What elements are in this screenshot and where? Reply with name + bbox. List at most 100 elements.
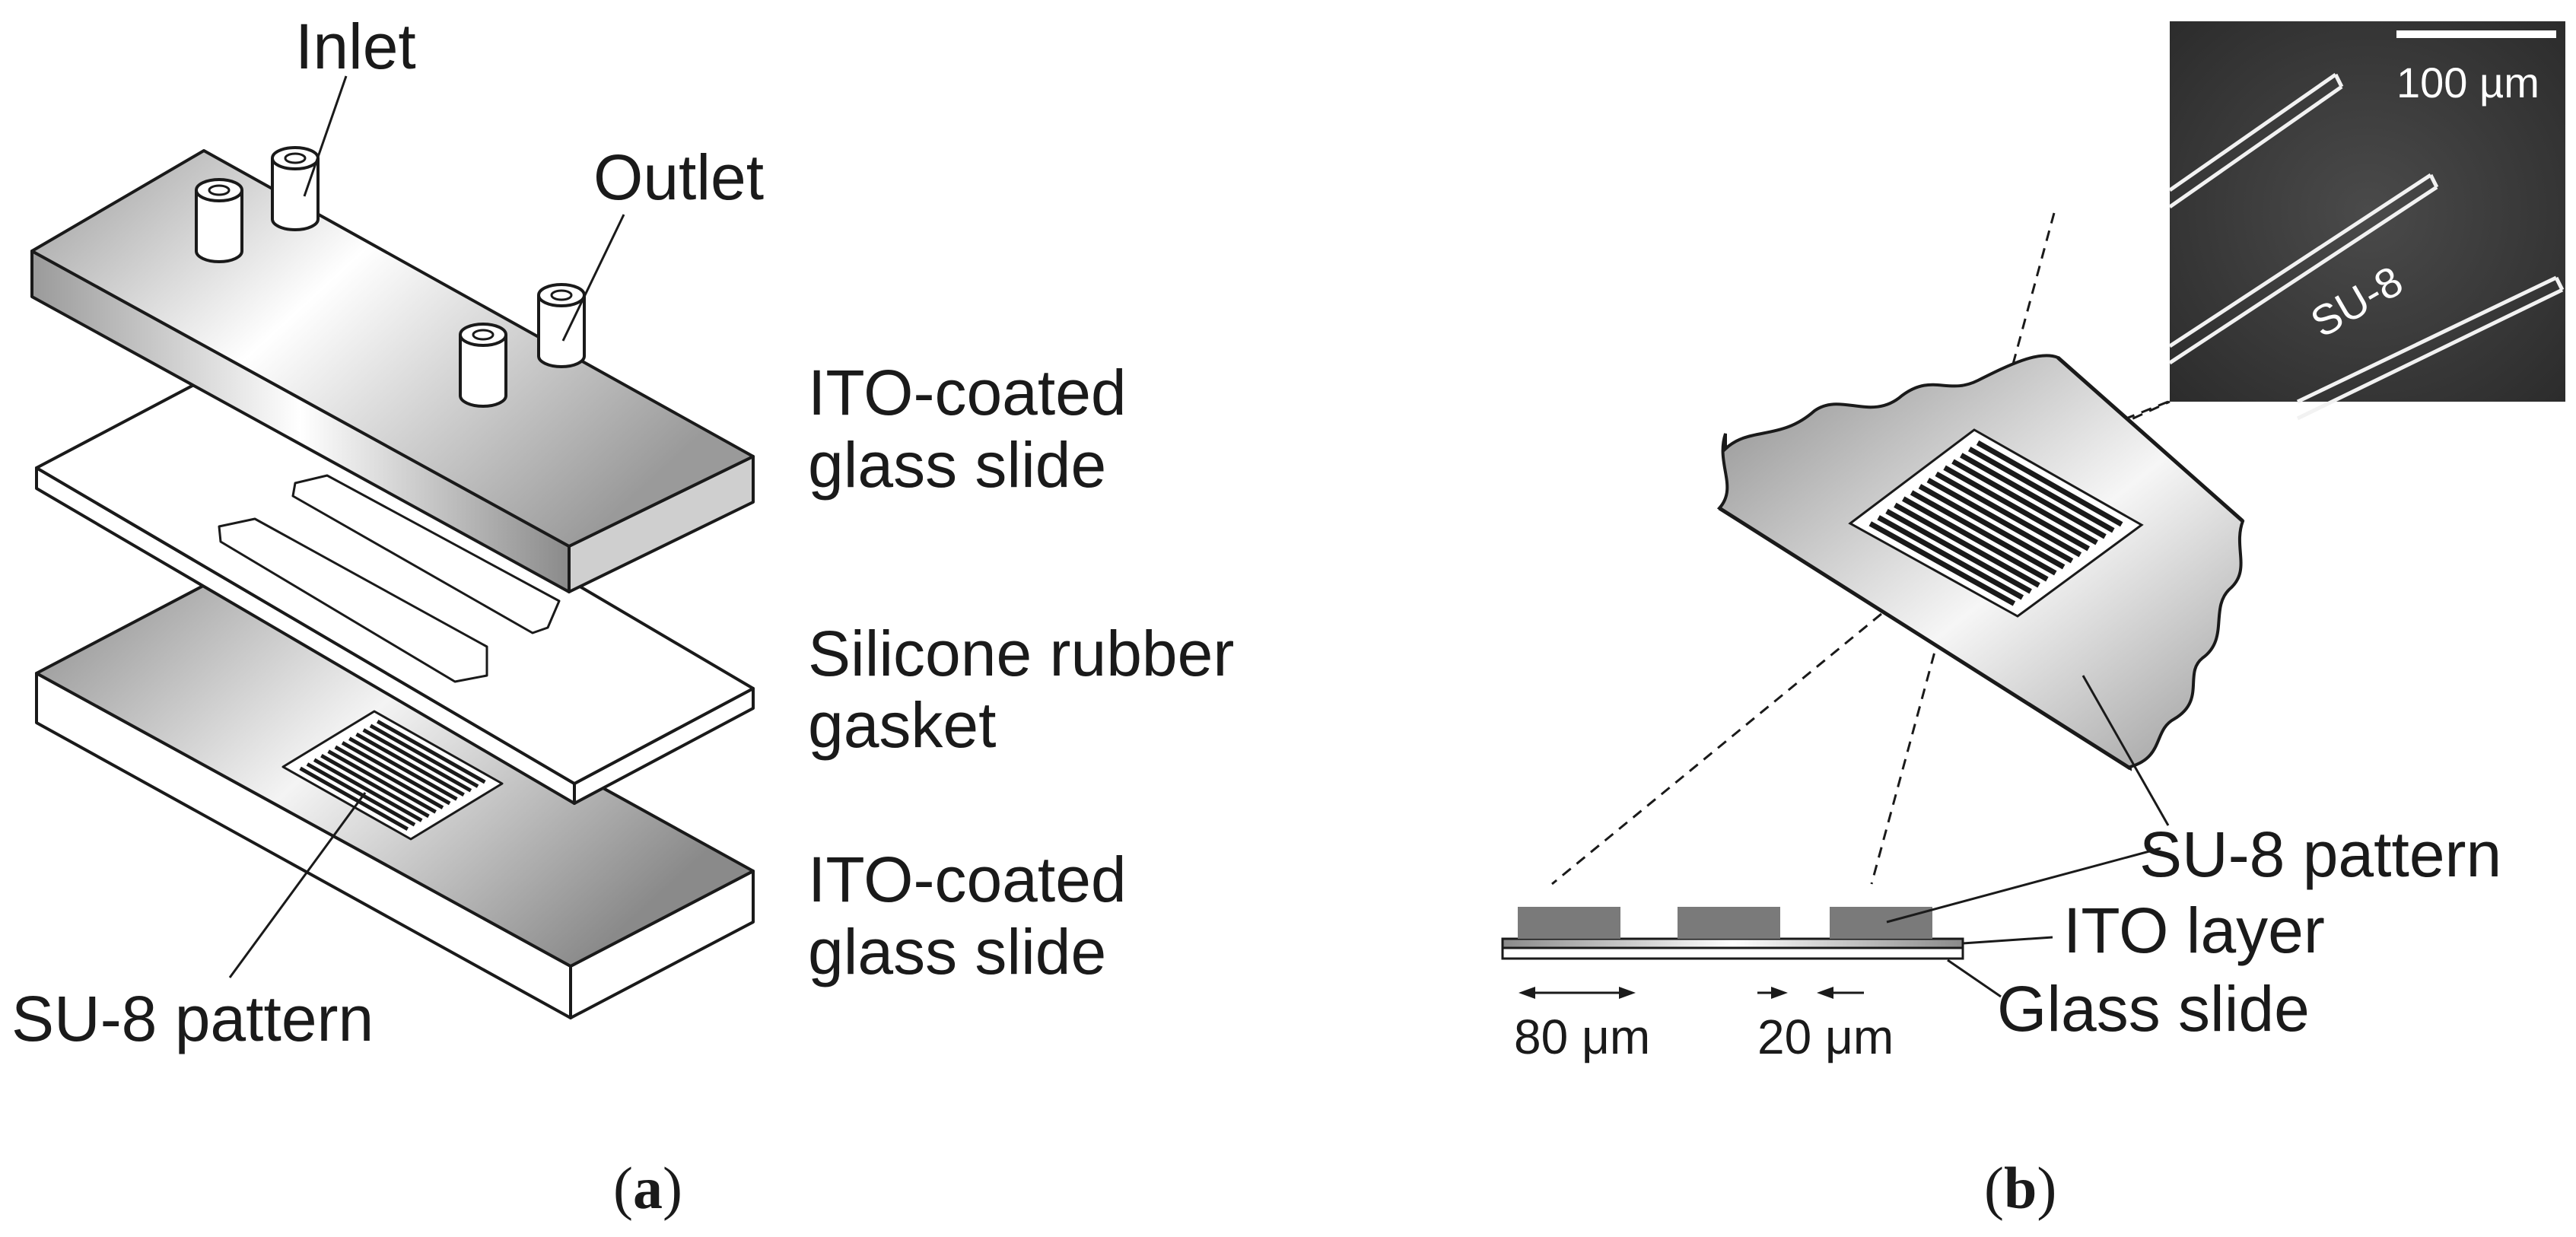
gap-arrow-right xyxy=(1817,987,1833,999)
su8-pattern-small xyxy=(281,710,504,841)
su8-large-stripe-7 xyxy=(1918,484,2066,570)
bottom-slide-label-line1: ITO-coated xyxy=(808,844,1127,915)
su8-small-stripe-11 xyxy=(369,723,479,788)
gasket-top-face xyxy=(35,371,755,785)
su8-pattern-large-frame xyxy=(1848,428,2144,618)
su8-large-stripe-9 xyxy=(1935,471,2082,558)
su8-small-stripe-7 xyxy=(341,741,451,806)
gap-dimension-label: 20 μm xyxy=(1757,1010,1894,1064)
su8-pattern-leader-line xyxy=(228,792,367,978)
su8-small-stripe-9 xyxy=(355,732,465,797)
sem-channel-2-edge-b xyxy=(2168,185,2438,365)
outlet-port-hole xyxy=(550,289,573,301)
ito-layer xyxy=(1501,937,1964,949)
sem-channel-3-edge-b xyxy=(2296,288,2564,421)
su8-small-stripe-8 xyxy=(348,736,458,801)
silicone-gasket xyxy=(35,371,755,805)
gasket-label-line2: gasket xyxy=(808,689,997,761)
su8-large-stripe-12 xyxy=(1960,453,2107,539)
caption-a-open: ( xyxy=(613,1155,633,1221)
outlet-label: Outlet xyxy=(593,142,764,213)
caption-b: (b) xyxy=(1984,1155,2056,1221)
sem-channel-3-edge-a xyxy=(2296,275,2558,404)
su8-small-stripe-1 xyxy=(299,766,409,831)
inlet-label: Inlet xyxy=(295,11,416,82)
su8-large-stripe-8 xyxy=(1926,478,2074,564)
sem-channel-2-end xyxy=(2428,173,2439,189)
inlet-leader-line xyxy=(303,75,348,197)
top-slide-label-line1: ITO-coated xyxy=(808,357,1127,428)
ports xyxy=(195,146,586,408)
su8-block-2 xyxy=(1678,907,1780,939)
sem-scale-bar xyxy=(2396,30,2556,38)
inlet-port xyxy=(271,146,320,231)
top-slide-label-line2: glass slide xyxy=(808,429,1106,501)
sem-channels xyxy=(2168,72,2565,421)
su8-pattern-large xyxy=(1848,428,2144,618)
ito-leader-line xyxy=(1962,936,2053,945)
caption-a-close: ) xyxy=(663,1155,682,1221)
su8-pattern-label-a: SU-8 pattern xyxy=(11,983,374,1054)
sem-channel-1-end xyxy=(2333,73,2344,88)
sheet-edge-top xyxy=(2056,356,2244,523)
caption-b-close: ) xyxy=(2037,1155,2056,1221)
su8-large-stripe-14 xyxy=(1976,440,2123,527)
sem-channel-1-edge-b xyxy=(2168,84,2343,209)
su8-small-stripe-3 xyxy=(313,758,423,822)
cross-section xyxy=(1501,907,1964,960)
outlet-port-body xyxy=(537,295,586,368)
su8-large-stripe-3 xyxy=(1885,508,2032,594)
su8-small-stripe-2 xyxy=(306,762,416,827)
outlet-side-port-hole xyxy=(472,329,495,341)
glass-leader-line xyxy=(1947,959,2002,998)
outlet-port xyxy=(537,283,586,368)
su8-small-stripe-12 xyxy=(376,720,486,784)
su8-large-stripe-2 xyxy=(1877,515,2024,600)
width-dimension-label: 80 μm xyxy=(1514,1010,1650,1064)
su8-block-1 xyxy=(1518,907,1620,939)
inlet-side-port xyxy=(195,178,243,263)
caption-a-letter: a xyxy=(633,1155,663,1221)
inlet-port-body xyxy=(271,158,320,231)
panel-a xyxy=(30,75,755,1019)
su8-small-stripe-10 xyxy=(362,728,472,793)
inlet-side-port-body xyxy=(195,190,243,263)
su8-pattern-small-frame xyxy=(281,710,504,841)
inlet-port-hole xyxy=(284,152,307,164)
outlet-side-port-body xyxy=(459,335,507,408)
gasket-channel-lower xyxy=(218,517,488,683)
sem-channel-1-edge-a xyxy=(2168,72,2337,192)
sem-channel-3-end xyxy=(2554,276,2565,291)
glass-slide-layer xyxy=(1501,946,1964,960)
sem-image-background xyxy=(2170,21,2565,402)
su8-large-stripe-6 xyxy=(1910,490,2057,576)
sem-micrograph xyxy=(2168,21,2565,421)
panel-b xyxy=(1501,21,2565,999)
su8-small-stripe-4 xyxy=(320,753,430,819)
outlet-side-port xyxy=(459,323,507,408)
sem-scale-label: 100 µm xyxy=(2396,59,2539,107)
width-arrow-left xyxy=(1519,987,1535,999)
su8-large-stripe-4 xyxy=(1894,502,2040,588)
su8-large-stripe-10 xyxy=(1943,465,2090,552)
ito-layer-label: ITO layer xyxy=(2063,895,2325,966)
su8-small-stripe-5 xyxy=(327,749,437,814)
caption-b-open: ( xyxy=(1984,1155,2004,1221)
gasket-channel-upper xyxy=(291,474,561,634)
su8-leader-to-block xyxy=(1886,847,2161,924)
caption-b-letter: b xyxy=(2004,1155,2037,1221)
su8-large-stripe-11 xyxy=(1951,459,2098,545)
sem-channel-2-edge-a xyxy=(2168,173,2432,348)
su8-leader-to-sheet xyxy=(2081,675,2170,826)
su8-large-stripe-13 xyxy=(1967,447,2115,533)
inlet-side-port-hole xyxy=(208,184,231,196)
glass-slide-label: Glass slide xyxy=(1997,973,2310,1045)
width-arrow-right xyxy=(1619,987,1636,999)
bottom-slide-label-line2: glass slide xyxy=(808,916,1106,987)
caption-a: (a) xyxy=(613,1155,682,1221)
gap-arrow-left xyxy=(1771,987,1788,999)
su8-small-stripe-6 xyxy=(334,745,444,809)
outlet-leader-line xyxy=(561,214,625,342)
su8-large-stripe-1 xyxy=(1868,521,2016,606)
